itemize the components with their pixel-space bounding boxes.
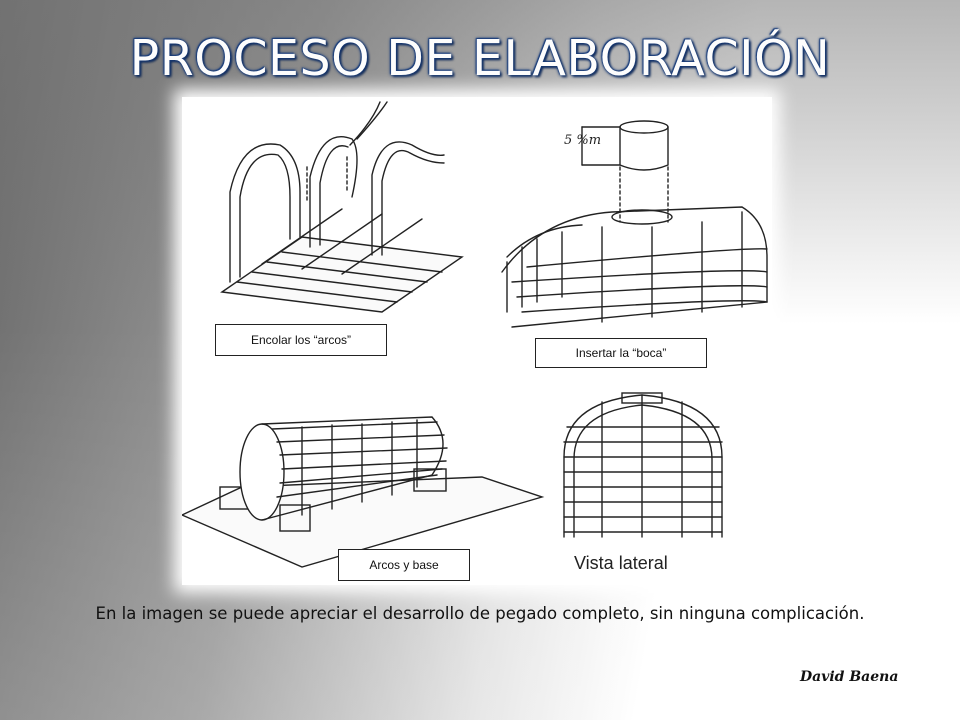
label-insertar-boca: Insertar la “boca”	[535, 338, 707, 368]
panel-vista-lateral-drawing	[563, 392, 723, 538]
sketch-drawings	[182, 101, 768, 568]
label-vista-lateral: Vista lateral	[574, 553, 668, 573]
slide-caption: En la imagen se puede apreciar el desarr…	[95, 604, 865, 623]
panel-boca-drawing	[501, 120, 768, 328]
dimension-label: 5 %m	[564, 133, 602, 148]
slide-title: PROCESO DE ELABORACIÓN	[129, 30, 831, 87]
panel-encolar-drawing	[220, 101, 464, 313]
panel-arcos-base-drawing	[182, 416, 545, 568]
label-encolar-arcos: Encolar los “arcos”	[215, 324, 387, 356]
author-signature: David Baena	[800, 669, 899, 685]
process-illustration: 5 %m Encolar los “arcos” Insertar la “bo…	[182, 97, 772, 585]
label-arcos-base: Arcos y base	[338, 549, 470, 581]
